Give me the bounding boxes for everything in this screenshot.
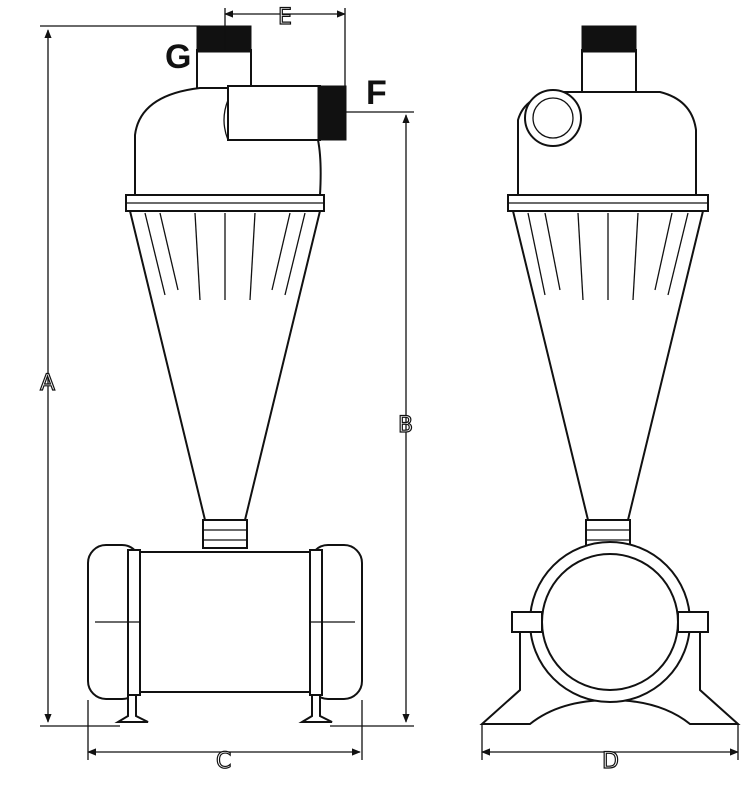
label-dim-a: A <box>40 371 55 396</box>
front-collection-tank <box>87 544 363 723</box>
label-dim-e: E <box>278 5 292 30</box>
label-dim-b: B <box>398 413 413 438</box>
front-cone-ribs <box>144 212 306 301</box>
label-dim-d: D <box>602 749 619 774</box>
side-stand <box>479 541 741 725</box>
side-cone-ribs <box>527 212 689 301</box>
label-dim-c: C <box>216 749 231 774</box>
dimension-lines <box>40 8 739 760</box>
front-underflow <box>202 519 248 549</box>
label-port-g: G <box>165 38 191 76</box>
front-view <box>87 25 363 723</box>
label-port-f: F <box>366 74 387 112</box>
inlet-pipe-f <box>223 85 347 141</box>
side-view <box>479 25 741 725</box>
outlet-pipe-g <box>196 25 252 91</box>
